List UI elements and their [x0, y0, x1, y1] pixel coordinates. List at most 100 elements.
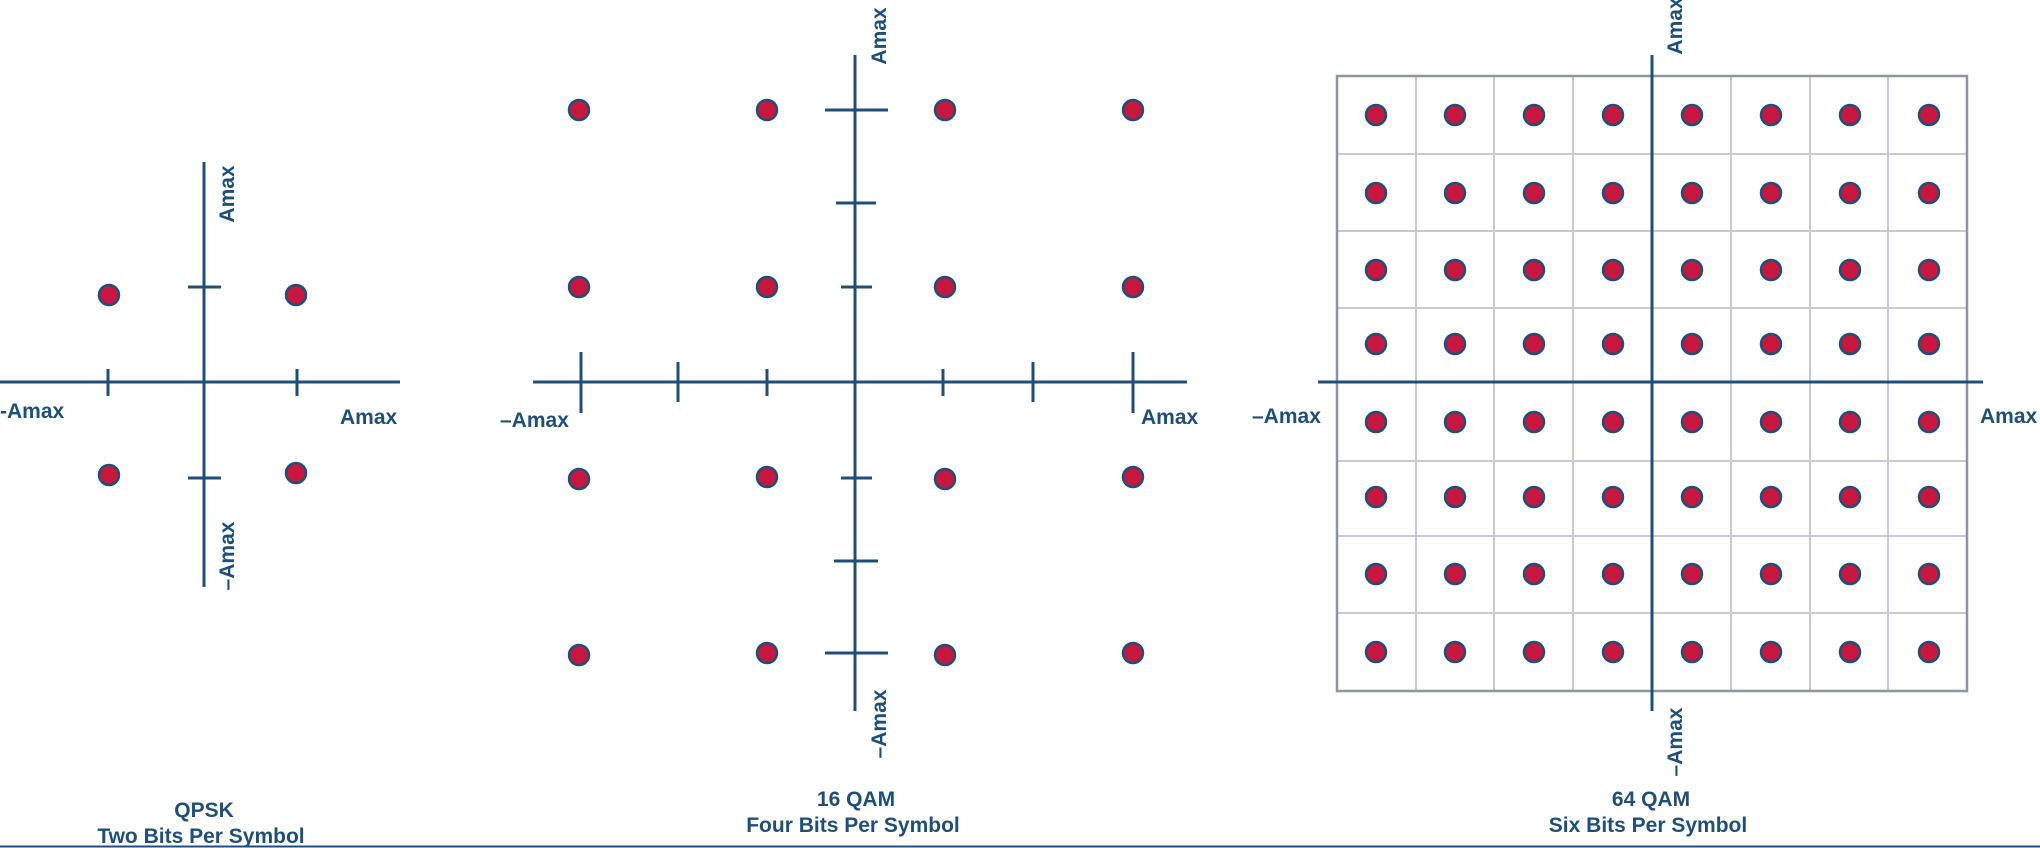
qam64-point	[1838, 485, 1862, 509]
qam64-point	[1364, 485, 1388, 509]
qam16-diagram: Amax –Amax –Amax Amax 16 QAM Four Bits P…	[500, 7, 1199, 837]
qam16-neg-y-label: –Amax	[868, 689, 891, 758]
qam64-point	[1601, 258, 1625, 282]
qam64-point	[1680, 640, 1704, 664]
qam64-point	[1522, 103, 1546, 127]
qam64-point	[1680, 562, 1704, 586]
qam64-point	[1364, 640, 1388, 664]
qpsk-neg-x-label: -Amax	[0, 400, 65, 423]
qam64-point	[1680, 485, 1704, 509]
qpsk-point	[97, 283, 121, 307]
qam64-point	[1443, 485, 1467, 509]
qpsk-point	[284, 283, 308, 307]
qpsk-point	[97, 463, 121, 487]
qam64-point	[1443, 332, 1467, 356]
qam16-point	[755, 465, 779, 489]
qam16-point	[755, 98, 779, 122]
qpsk-point	[284, 461, 308, 485]
qam64-point	[1838, 410, 1862, 434]
qam64-point	[1364, 103, 1388, 127]
qam64-point	[1759, 103, 1783, 127]
qam64-point	[1917, 485, 1941, 509]
qam64-point	[1364, 181, 1388, 205]
qam64-point	[1759, 258, 1783, 282]
qam64-point	[1443, 640, 1467, 664]
qam64-point	[1443, 181, 1467, 205]
qam16-point	[755, 275, 779, 299]
qam16-pos-y-label: Amax	[868, 7, 891, 65]
qam64-point	[1917, 332, 1941, 356]
qam64-point	[1759, 562, 1783, 586]
qam64-point	[1759, 181, 1783, 205]
qam64-point	[1601, 181, 1625, 205]
qam64-point	[1759, 410, 1783, 434]
qam64-point	[1522, 640, 1546, 664]
qam64-point	[1917, 258, 1941, 282]
qam64-point	[1759, 332, 1783, 356]
qpsk-neg-y-label: –Amax	[216, 521, 239, 590]
qam64-pos-y-label: Amax	[1664, 0, 1687, 55]
qam16-point	[933, 643, 957, 667]
qam64-neg-y-label: –Amax	[1664, 707, 1687, 776]
qam64-point	[1680, 332, 1704, 356]
qam16-point	[933, 275, 957, 299]
qam64-point	[1522, 181, 1546, 205]
qam64-point	[1443, 410, 1467, 434]
qam64-point	[1443, 258, 1467, 282]
qam16-point	[567, 643, 591, 667]
qam16-points	[567, 98, 1145, 667]
qam64-point	[1522, 332, 1546, 356]
qam64-point	[1601, 332, 1625, 356]
qam64-pos-x-label: Amax	[1980, 405, 2038, 428]
qam64-point	[1680, 103, 1704, 127]
qam16-point	[755, 641, 779, 665]
qam64-point	[1522, 410, 1546, 434]
qam64-point	[1838, 562, 1862, 586]
qam16-point	[1121, 98, 1145, 122]
qam64-point	[1364, 410, 1388, 434]
qam64-point	[1601, 485, 1625, 509]
qam64-point	[1838, 332, 1862, 356]
qam64-point	[1364, 258, 1388, 282]
qpsk-caption-title: QPSK	[174, 799, 234, 822]
qpsk-caption-subtitle: Two Bits Per Symbol	[97, 825, 304, 848]
qam64-point	[1917, 181, 1941, 205]
qam64-point	[1838, 103, 1862, 127]
qam64-point	[1522, 485, 1546, 509]
qam16-pos-x-label: Amax	[1141, 406, 1199, 429]
qam64-point	[1522, 562, 1546, 586]
qam16-caption-subtitle: Four Bits Per Symbol	[746, 814, 960, 837]
qam64-point	[1601, 640, 1625, 664]
qam16-neg-x-label: –Amax	[500, 409, 569, 432]
qam64-point	[1917, 562, 1941, 586]
qpsk-pos-x-label: Amax	[340, 406, 398, 429]
qam16-point	[1121, 641, 1145, 665]
qam64-point	[1838, 640, 1862, 664]
qam64-point	[1680, 181, 1704, 205]
qam64-point	[1759, 485, 1783, 509]
qam64-point	[1759, 640, 1783, 664]
qam16-point	[933, 98, 957, 122]
qpsk-ticks	[106, 285, 299, 480]
qam64-caption-subtitle: Six Bits Per Symbol	[1549, 814, 1747, 837]
qam16-point	[567, 467, 591, 491]
qam64-point	[1838, 181, 1862, 205]
qam64-point	[1522, 258, 1546, 282]
qam64-point	[1443, 103, 1467, 127]
qam64-point	[1917, 640, 1941, 664]
qam64-point	[1601, 410, 1625, 434]
qam16-ticks	[579, 108, 1135, 655]
qam64-point	[1601, 103, 1625, 127]
qam16-point	[567, 275, 591, 299]
qam16-point	[1121, 275, 1145, 299]
qam64-point	[1838, 258, 1862, 282]
qam64-point	[1364, 332, 1388, 356]
qpsk-pos-y-label: Amax	[216, 165, 239, 223]
qam64-point	[1680, 258, 1704, 282]
qpsk-points	[97, 283, 308, 487]
qam64-diagram: Amax –Amax –Amax Amax 64 QAM Six Bits Pe…	[1252, 0, 2038, 837]
qam64-point	[1443, 562, 1467, 586]
qam16-point	[933, 467, 957, 491]
qam64-point	[1680, 410, 1704, 434]
qam16-point	[567, 98, 591, 122]
